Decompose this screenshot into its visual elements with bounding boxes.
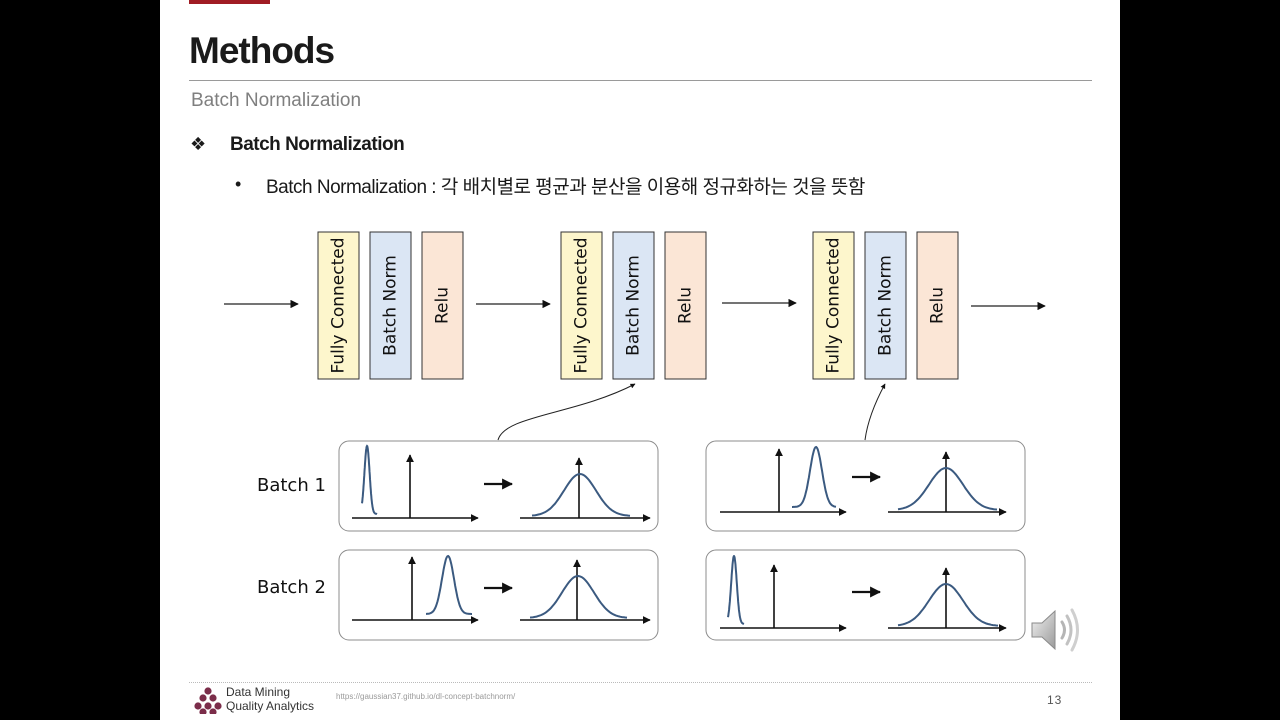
logo-dot [214,702,222,710]
layer-block [421,231,464,380]
distribution-curve [361,444,378,515]
transform-arrows [484,471,882,598]
distribution-curve [529,574,628,619]
title-divider [189,80,1092,81]
bullet-heading: Batch Normalization [230,134,405,155]
dot-bullet-icon: • [235,174,242,194]
logo-dot [204,687,212,695]
distribution-panel [338,549,659,641]
diamond-bullet-icon: ❖ [190,134,207,154]
layer-block-label: Fully Connected [329,237,349,373]
flow-arrows [224,298,1046,311]
distribution-curve [531,472,631,517]
batch-norm-diagram: Fully Connected Batch Norm Relu Fully Conne… [224,231,1046,641]
distribution-plots [352,444,1007,632]
page-number: 13 [1047,693,1063,707]
distribution-curve [897,582,999,627]
distribution-curve [897,466,998,511]
layer-block-label: Batch Norm [624,255,644,356]
speaker-icon[interactable] [1028,604,1084,656]
layer-blocks: Fully Connected Batch Norm Relu Fully Conne… [317,231,959,380]
layer-block [369,231,412,380]
layer-block-label: Relu [433,287,453,324]
logo-dot [209,708,217,714]
logo-dot [204,702,212,710]
layer-block [864,231,907,380]
logo-dot [194,702,202,710]
batch-1-label: Batch 1 [257,475,326,496]
slide: Methods Batch Normalization ❖ Batch Norm… [160,0,1120,720]
layer-block-label: Fully Connected [824,237,844,373]
layer-block [664,231,707,380]
distribution-panel [705,549,1026,641]
layer-block [317,231,360,380]
title-accent-bar [189,0,270,4]
distribution-curve [727,555,745,625]
logo-text: Data Mining Quality Analytics [226,685,314,713]
distribution-curve [426,554,472,615]
logo-line-2: Quality Analytics [226,699,315,713]
layer-block [812,231,855,380]
connector-arrow-to-batch-norm [864,383,886,441]
distribution-panels [338,440,1026,641]
layer-block-label: Batch Norm [876,255,896,356]
layer-block-label: Batch Norm [381,255,401,356]
distribution-curve [792,445,837,508]
layer-block [916,231,959,380]
footer-divider [189,682,1092,683]
distribution-panel [338,440,659,532]
section-subtitle: Batch Normalization [191,90,362,111]
batch-2-label: Batch 2 [257,577,326,598]
layer-block-label: Relu [928,287,948,324]
distribution-panel [705,440,1026,532]
logo-dot [209,694,217,702]
layer-block [560,231,603,380]
layer-block-label: Fully Connected [572,237,592,373]
layer-block [612,231,655,380]
logo-line-1: Data Mining [226,685,291,699]
bullet-definition: Batch Normalization : 각 배치별로 평균과 분산을 이용해… [266,177,865,198]
logo-dot [199,708,207,714]
logo-dot [199,694,207,702]
source-url: https://gaussian37.github.io/dl-concept-… [336,692,516,701]
connector-arrow-to-batch-norm [497,383,636,441]
layer-block-label: Relu [676,287,696,324]
page-title: Methods [189,30,335,71]
logo-icon [194,687,222,714]
